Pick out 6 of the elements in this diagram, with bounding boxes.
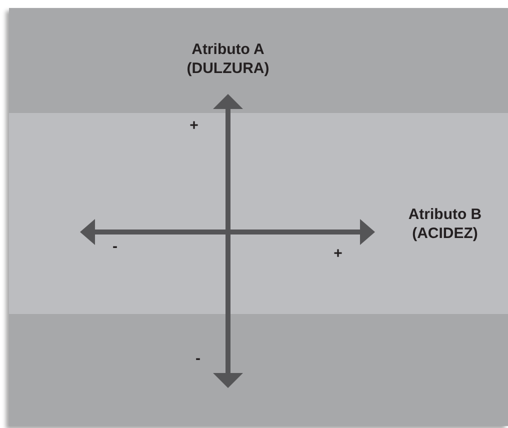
- axis-title: Atributo B (ACIDEZ): [407, 205, 483, 243]
- sign-label: +: [188, 116, 200, 135]
- sign-label: -: [194, 349, 202, 368]
- sign-label: +: [332, 244, 344, 263]
- axis-title: Atributo A (DULZURA): [186, 40, 270, 78]
- sign-label: -: [112, 237, 118, 256]
